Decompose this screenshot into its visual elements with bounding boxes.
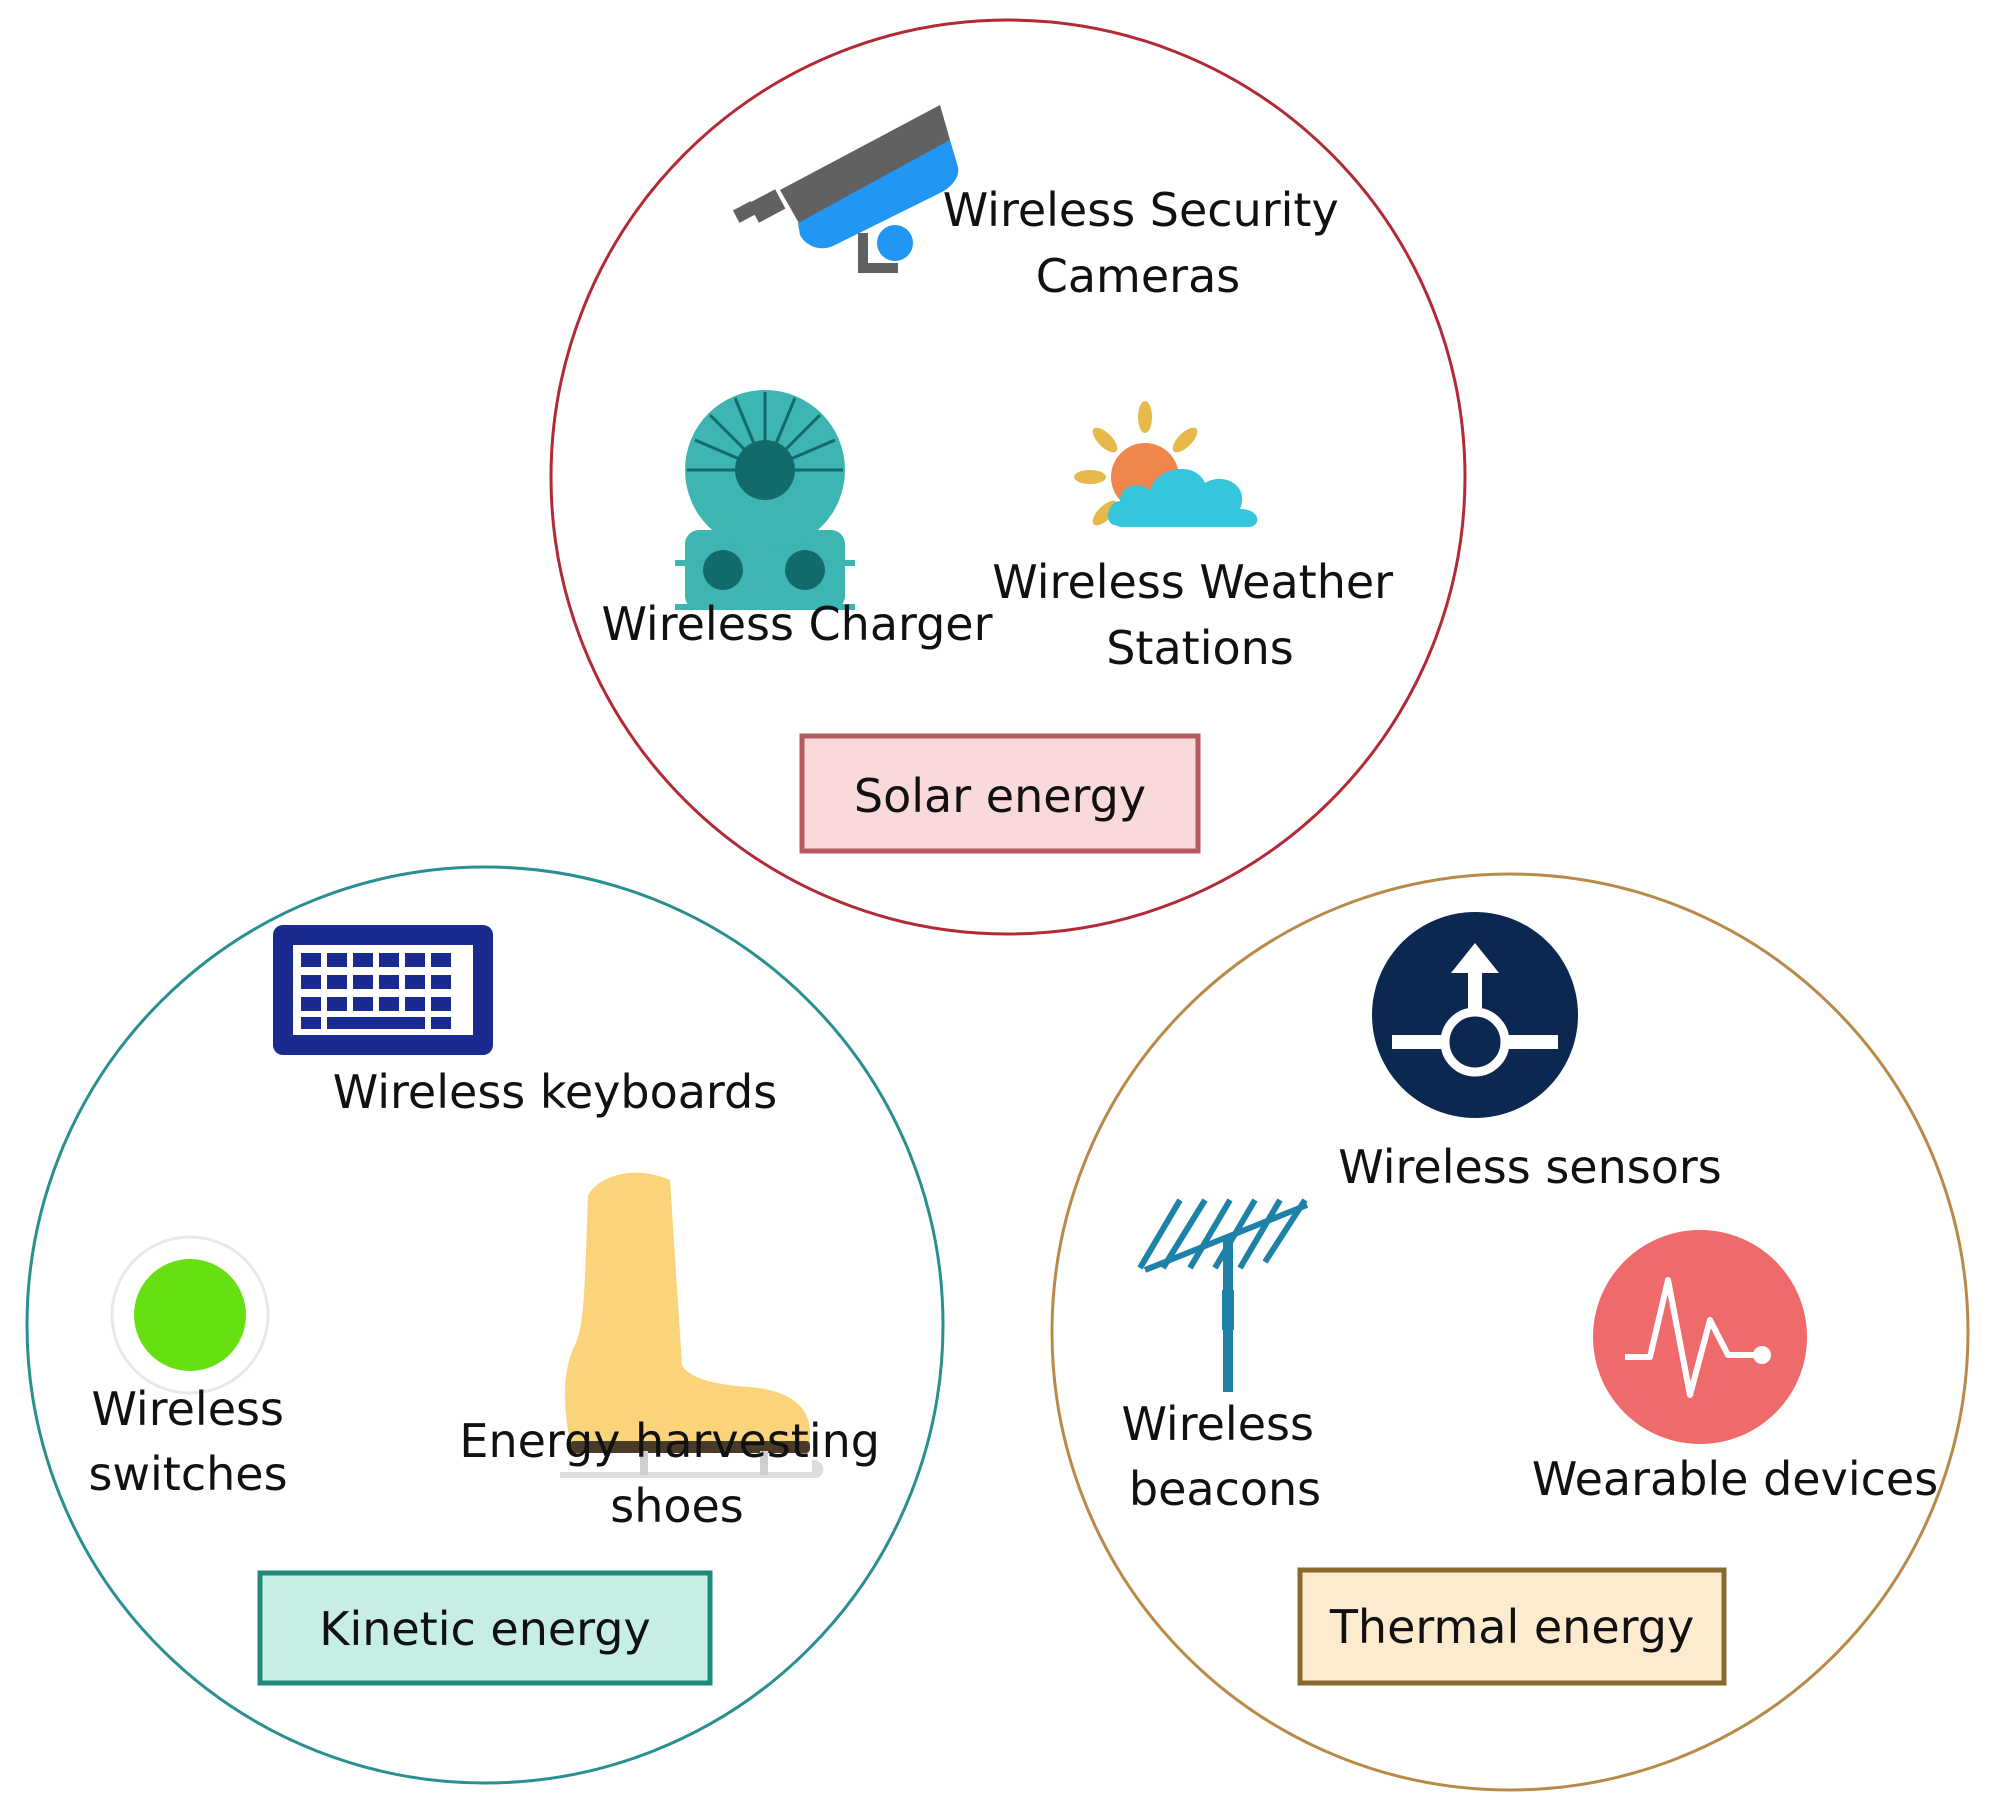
camera-label-line-1: Wireless Security: [943, 183, 1339, 237]
thermal-group: Wireless sensors Wireless beacons Wearab…: [1050, 872, 1970, 1792]
weather-label-line-1: Wireless Weather: [992, 555, 1393, 609]
kinetic-energy-label: Kinetic energy: [319, 1602, 650, 1656]
kinetic-energy-box: [257, 1570, 713, 1686]
weather-label: Wireless Weather Stations: [992, 555, 1407, 675]
sensors-label: Wireless sensors: [1338, 1140, 1722, 1194]
wearable-label-line-1: Wearable devices: [1532, 1452, 1938, 1506]
keyboard-label-line-1: Wireless keyboards: [333, 1065, 777, 1119]
switch-label-line-2: switches: [88, 1447, 287, 1501]
kinetic-ring: [25, 865, 945, 1785]
keyboard-keys: [301, 953, 451, 1029]
solar-energy-box: [799, 733, 1201, 854]
charger-label: Wireless Charger: [601, 597, 992, 651]
solar-group: Wireless Security Cameras: [549, 18, 1467, 936]
sensors-label-line-1: Wireless sensors: [1338, 1140, 1722, 1194]
beacons-label: Wireless beacons: [1121, 1397, 1328, 1516]
heartbeat-icon: [1593, 1230, 1807, 1444]
camera-label: Wireless Security Cameras: [943, 183, 1354, 303]
solar-energy-label: Solar energy: [854, 769, 1146, 823]
thermal-energy-label: Thermal energy: [1329, 1600, 1694, 1654]
wearable-label: Wearable devices: [1532, 1452, 1938, 1506]
sun-rays: [1074, 401, 1198, 526]
sensor-icon: [1372, 912, 1578, 1118]
keyboard-label: Wireless keyboards: [333, 1065, 777, 1119]
sun-cloud-icon: [1074, 401, 1258, 527]
wireless-charger-icon: [675, 390, 855, 610]
antenna-icon: [1137, 1198, 1309, 1392]
switch-label: Wireless switches: [88, 1382, 298, 1501]
shoes-label-line-2: shoes: [610, 1479, 744, 1533]
kinetic-group: Wireless keyboards Wireless switches Ene…: [25, 865, 945, 1785]
shoes-label: Energy harvesting shoes: [459, 1414, 894, 1533]
keyboard-icon: [273, 925, 493, 1055]
charger-label-line-1: Wireless Charger: [601, 597, 992, 651]
boot-icon: [560, 1172, 824, 1478]
camera-label-line-2: Cameras: [1036, 249, 1240, 303]
switch-label-line-1: Wireless: [91, 1382, 283, 1436]
weather-label-line-2: Stations: [1106, 621, 1294, 675]
beacons-label-line-2: beacons: [1129, 1462, 1321, 1516]
solar-ring: [549, 18, 1467, 936]
switch-button-icon: [110, 1235, 270, 1395]
thermal-energy-box: [1297, 1567, 1727, 1686]
security-camera-icon: [732, 105, 959, 273]
beacons-label-line-1: Wireless: [1121, 1397, 1313, 1451]
shoes-label-line-1: Energy harvesting: [459, 1414, 880, 1468]
thermal-ring: [1050, 872, 1970, 1792]
